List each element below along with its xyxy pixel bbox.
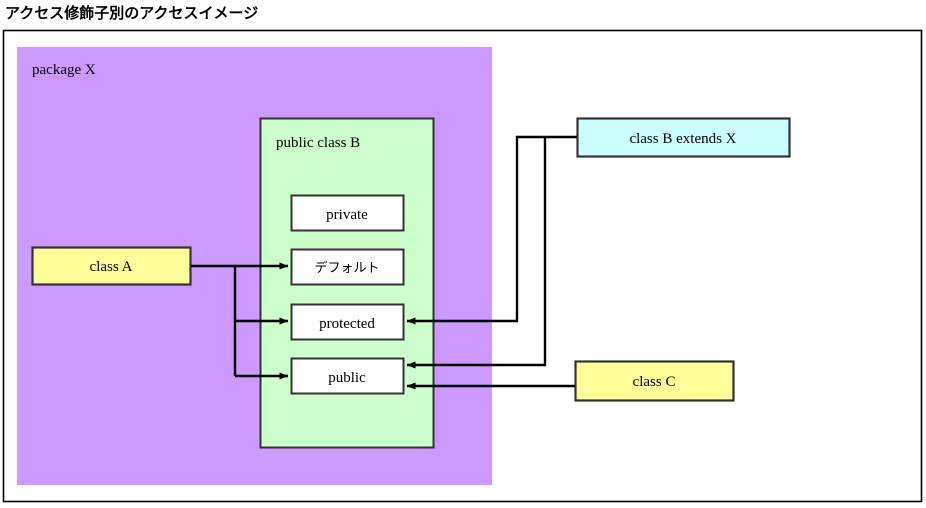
class-b-extends-x-label: class B extends X bbox=[629, 131, 736, 147]
package-x-label: package X bbox=[32, 62, 96, 78]
arrow-class-b-extends-x-to-public bbox=[406, 137, 547, 369]
class-b-extends-x-box[interactable] bbox=[576, 117, 791, 158]
member-box-public[interactable] bbox=[290, 357, 405, 395]
class-a-box[interactable] bbox=[31, 246, 192, 286]
class-c-label: class C bbox=[633, 374, 676, 390]
member-label-public: public bbox=[328, 370, 366, 386]
public-class-b-label: public class B bbox=[276, 135, 360, 151]
member-label-default: デフォルト bbox=[314, 260, 379, 276]
member-box-default[interactable] bbox=[290, 248, 405, 286]
class-c-box[interactable] bbox=[574, 360, 735, 402]
page-title: アクセス修飾子別のアクセスイメージ bbox=[5, 4, 259, 22]
member-box-private[interactable] bbox=[290, 194, 405, 232]
member-box-protected[interactable] bbox=[290, 303, 405, 341]
member-label-private: private bbox=[326, 207, 368, 223]
arrow-class-b-extends-x-to-protected bbox=[406, 135, 577, 325]
member-label-protected: protected bbox=[319, 316, 375, 332]
class-a-label: class A bbox=[90, 259, 133, 275]
